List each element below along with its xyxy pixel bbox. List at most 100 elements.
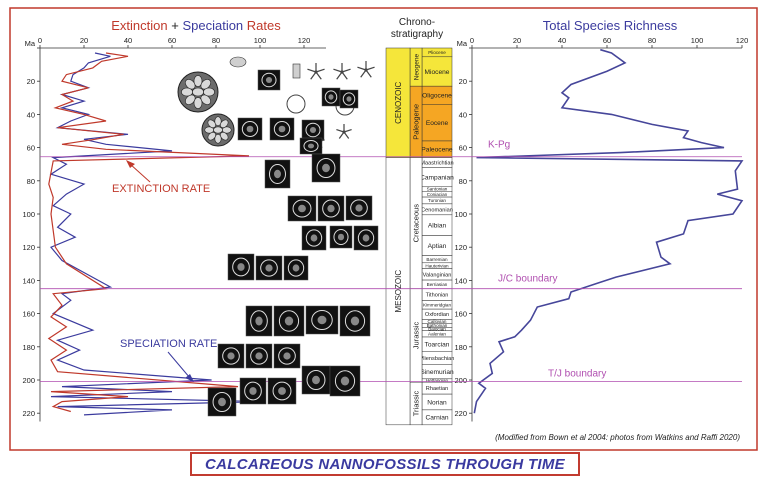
right-x-tick-label: 80 [648,36,656,45]
left-y-tick-label: 220 [22,409,35,418]
stage-label: Norian [427,399,447,406]
right-x-tick-label: 40 [558,36,566,45]
rosette-drawing [286,94,306,114]
stage-label: Barremian [426,257,448,262]
fossil-core [278,387,286,395]
stage-label: Hauterivian [425,263,449,268]
stage-label: Bajocian [428,327,446,332]
fossil-specimen [324,90,338,104]
discoaster-center [364,68,368,72]
fossil-specimen [305,122,321,138]
fossil-core [327,204,335,213]
fossil-specimen [306,369,326,391]
fossil-core [312,375,320,385]
chrono-title-1: Chrono- [399,17,435,28]
stage-label: Tithonian [426,293,449,299]
coccolith-plate [185,79,196,90]
chrono-title-2: stratigraphy [391,29,443,40]
fossil-photos [177,56,379,417]
discoaster-center [314,70,318,74]
right-y-tick-label: 140 [454,276,467,285]
right-y-tick-label: 220 [454,409,467,418]
coccolith-plate [214,134,222,144]
fossil-specimen [232,257,250,277]
fossil-specimen [311,309,333,331]
fossil-specimen [241,121,259,137]
fossil-core [246,125,254,133]
fossil-core [337,233,345,241]
fossil-core [284,316,294,326]
coccolith-plate [193,97,203,109]
fossil-core [227,352,235,360]
speciation-arrow [167,351,191,379]
left-x-tick-label: 120 [298,36,311,45]
fossil-core [237,263,245,271]
fossil-specimen [269,163,286,185]
fossil-core [218,397,226,407]
left-x-tick-label: 40 [124,36,132,45]
fossil-core [322,163,330,173]
left-panel-title: Extinction + Speciation Rates [111,18,281,33]
stage-label: Cenomanian [421,207,453,213]
fossil-specimen [322,199,340,218]
stage-label: Carnian [425,415,448,422]
left-x-tick-label: 20 [80,36,88,45]
right-y-tick-label: 100 [454,210,467,219]
fossil-specimen [344,310,366,332]
fossil-specimen [342,92,356,106]
fossil-specimen [260,259,278,277]
stage-label: Oxfordian [425,312,449,318]
stage-label: Eocene [426,120,449,127]
coccolith-plate [200,79,211,90]
richness-line [473,48,744,414]
stage-label: Toarcian [425,341,450,348]
period-label: Triassic [412,390,421,416]
coccolith-plate [192,87,204,97]
right-y-tick-label: 60 [459,144,467,153]
right-x-tick-label: 100 [691,36,704,45]
coccolith-drawing [229,56,247,68]
t-j-boundary-label: T/J boundary [548,369,606,380]
left-y-tick-label: 20 [27,77,35,86]
stage-label: Albian [428,223,447,230]
fossil-core [346,96,352,102]
fossil-core [317,315,327,325]
fossil-core [307,143,315,149]
footer-title: CALCAREOUS NANNOFOSSILS THROUGH TIME [190,452,580,476]
right-y-axis-label: Ma [457,39,468,48]
fossil-specimen [316,157,336,179]
speciation-rate-line [49,52,261,416]
stage-label: Turonian [428,198,446,203]
left-y-axis-label: Ma [25,39,36,48]
left-y-tick-label: 120 [22,243,35,252]
stage-label: Miocene [425,69,450,76]
right-y-tick-label: 160 [454,310,467,319]
extinction-arrowhead [126,160,135,168]
coccolith-plate [214,116,222,126]
left-y-tick-label: 180 [22,343,35,352]
right-x-tick-label: 60 [603,36,611,45]
stage-label: Campanian [420,175,454,182]
stage-label: Callovian [428,319,447,324]
era-label: CENOZOIC [394,81,403,123]
right-y-tick-label: 80 [459,177,467,186]
nannolith-drawing [292,63,301,79]
title-rates: Rates [243,18,281,33]
coccolith-plate [220,119,229,128]
chronostratigraphy-column: PlioceneMioceneOligoceneEocenePaleoceneM… [385,47,454,426]
extinction-rate-line [47,52,250,413]
left-y-tick-label: 140 [22,276,35,285]
era-box [385,157,411,426]
fossil-core [283,352,291,360]
fossil-core [298,204,306,213]
stage-label: Valanginian [423,272,452,278]
left-x-tick-label: 80 [212,36,220,45]
stage-label: Santonian [427,187,448,192]
fossil-specimen [357,229,375,247]
stage-label: Rhaetian [426,386,448,392]
fossil-core [255,316,263,326]
fossil-specimen [278,347,296,365]
left-x-tick-label: 100 [254,36,267,45]
stage-label: Hettangian [426,378,449,383]
